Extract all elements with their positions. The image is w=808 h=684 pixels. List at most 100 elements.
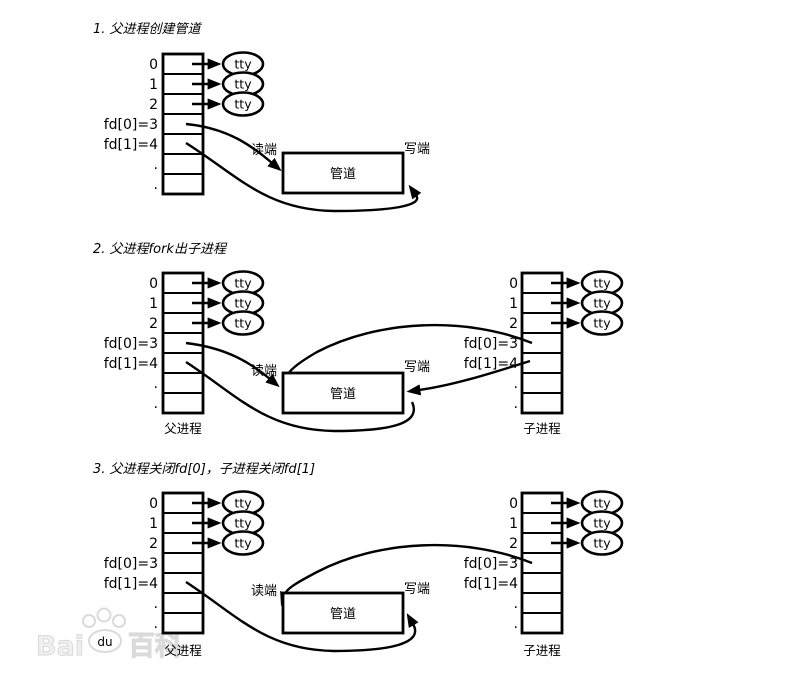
fd-row-label: 0 — [149, 496, 158, 512]
fd-row-label: fd[0]=3 — [104, 336, 158, 352]
fd-row-label: fd[1]=4 — [104, 576, 158, 592]
fd-row-label: fd[1]=4 — [464, 356, 518, 372]
fd-row-label: . — [154, 616, 158, 632]
pipe-label: 管道 — [330, 607, 356, 622]
parent-process-label: 父进程 — [164, 421, 202, 436]
section-3-parent-fd-table — [161, 491, 205, 635]
section-2-parent-row-labels: 0 1 2 fd[0]=3 fd[1]=4 . . — [104, 276, 158, 412]
section-3-pipe-box: 管道 读端 写端 — [251, 582, 430, 635]
fd-row-label: . — [514, 596, 518, 612]
child-process-label: 子进程 — [523, 643, 561, 658]
section-1-title: 1. 父进程创建管道 — [93, 22, 203, 37]
section-2: 2. 父进程fork出子进程 0 1 2 fd[0]=3 fd[1]=4 . .… — [93, 242, 624, 436]
fd-row-label: 2 — [509, 536, 518, 552]
fd-row-label: fd[1]=4 — [104, 356, 158, 372]
section-2-child-fd1-write-curve — [406, 359, 531, 396]
watermark-text-prefix: Bai — [36, 631, 84, 662]
watermark-text-suffix: 百科 — [128, 631, 182, 662]
section-1-pipe-box: 管道 读端 写端 — [251, 142, 430, 195]
section-1-parent-row-labels: 0 1 2 fd[0]=3 fd[1]=4 . . — [104, 57, 158, 193]
paw-icon: du — [82, 607, 126, 653]
tty-label: tty — [234, 97, 252, 112]
section-3: 3. 父进程关闭fd[0]，子进程关闭fd[1] 0 1 2 fd[0]=3 f… — [93, 462, 624, 658]
pipe-label: 管道 — [330, 387, 356, 402]
fd-row-label: 1 — [149, 516, 158, 532]
read-end-label: 读端 — [251, 364, 277, 379]
section-3-title: 3. 父进程关闭fd[0]，子进程关闭fd[1] — [93, 462, 315, 477]
fd-row-label: . — [514, 396, 518, 412]
section-2-tty-nodes: tty tty tty tty tty tty — [221, 270, 624, 336]
section-2-child-fd0-read-curve — [283, 323, 533, 380]
tty-label: tty — [234, 316, 252, 331]
fd-row-label: 0 — [149, 276, 158, 292]
fd-row-label: . — [154, 157, 158, 173]
parent-process-label: 父进程 — [164, 643, 202, 658]
read-end-label: 读端 — [251, 584, 277, 599]
fd-row-label: fd[0]=3 — [104, 556, 158, 572]
tty-label: tty — [234, 296, 252, 311]
tty-label: tty — [593, 496, 611, 511]
section-3-child-fd-table — [520, 491, 564, 635]
tty-label: tty — [234, 77, 252, 92]
section-1-tty-arrows — [192, 58, 222, 110]
tty-label: tty — [234, 536, 252, 551]
tty-label: tty — [234, 276, 252, 291]
fd-row-label: 2 — [509, 316, 518, 332]
fd-row-label: . — [514, 616, 518, 632]
section-2-child-row-labels: 0 1 2 fd[0]=3 fd[1]=4 . . — [464, 276, 518, 412]
fd-row-label: . — [154, 396, 158, 412]
fd-row-label: 1 — [149, 77, 158, 93]
fd-row-label: 0 — [509, 496, 518, 512]
fd-row-label: . — [154, 177, 158, 193]
tty-ellipse — [221, 310, 265, 336]
fd-row-label: fd[0]=3 — [464, 556, 518, 572]
fd-row-label: . — [154, 596, 158, 612]
pipe-label: 管道 — [330, 167, 356, 182]
section-2-parent-fd-table — [161, 271, 205, 415]
tty-label: tty — [593, 296, 611, 311]
fd-row-label: . — [514, 376, 518, 392]
section-3-child-row-labels: 0 1 2 fd[0]=3 fd[1]=4 . . — [464, 496, 518, 632]
read-end-label: 读端 — [251, 143, 277, 158]
fd-row-label: fd[0]=3 — [104, 117, 158, 133]
section-2-title: 2. 父进程fork出子进程 — [93, 242, 228, 257]
section-3-tty-arrows — [192, 497, 581, 549]
section-1-fd0-read-curve — [185, 122, 282, 172]
section-2-tty-arrows — [192, 277, 581, 329]
write-end-label: 写端 — [404, 142, 430, 157]
tty-ellipse — [580, 530, 624, 556]
fd-row-label: 1 — [509, 516, 518, 532]
section-3-parent-fd1-write-curve — [185, 580, 419, 653]
tty-label: tty — [234, 57, 252, 72]
fd-row-label: 2 — [149, 97, 158, 113]
child-process-label: 子进程 — [523, 421, 561, 436]
fd-row-label: fd[0]=3 — [464, 336, 518, 352]
fd-row-label: 1 — [149, 296, 158, 312]
section-3-parent-row-labels: 0 1 2 fd[0]=3 fd[1]=4 . . — [104, 496, 158, 632]
fd-row-label: 1 — [509, 296, 518, 312]
section-1: 1. 父进程创建管道 0 1 2 fd[0]=3 fd[1]=4 . . — [93, 22, 430, 213]
watermark-paw-text: du — [97, 635, 112, 649]
tty-ellipse — [580, 310, 624, 336]
tty-ellipse — [221, 91, 265, 117]
section-1-parent-fd-table — [161, 52, 205, 196]
fd-row-label: . — [154, 376, 158, 392]
section-2-pipe-box: 管道 读端 写端 — [251, 360, 430, 415]
section-3-child-fd0-read-curve — [280, 543, 533, 606]
section-1-tty-nodes: tty tty tty — [221, 51, 265, 117]
watermark: Bai du 百科 — [36, 607, 183, 663]
tty-label: tty — [593, 536, 611, 551]
fd-row-label: 2 — [149, 536, 158, 552]
fd-row-label: 0 — [509, 276, 518, 292]
fd-row-label: 0 — [149, 57, 158, 73]
section-1-fd1-write-curve — [185, 141, 422, 213]
tty-label: tty — [593, 276, 611, 291]
write-end-label: 写端 — [404, 582, 430, 597]
tty-label: tty — [593, 516, 611, 531]
section-2-child-fd-table — [520, 271, 564, 415]
fd-row-label: fd[1]=4 — [464, 576, 518, 592]
tty-ellipse — [221, 530, 265, 556]
section-2-parent-fd0-read-curve — [185, 341, 280, 388]
